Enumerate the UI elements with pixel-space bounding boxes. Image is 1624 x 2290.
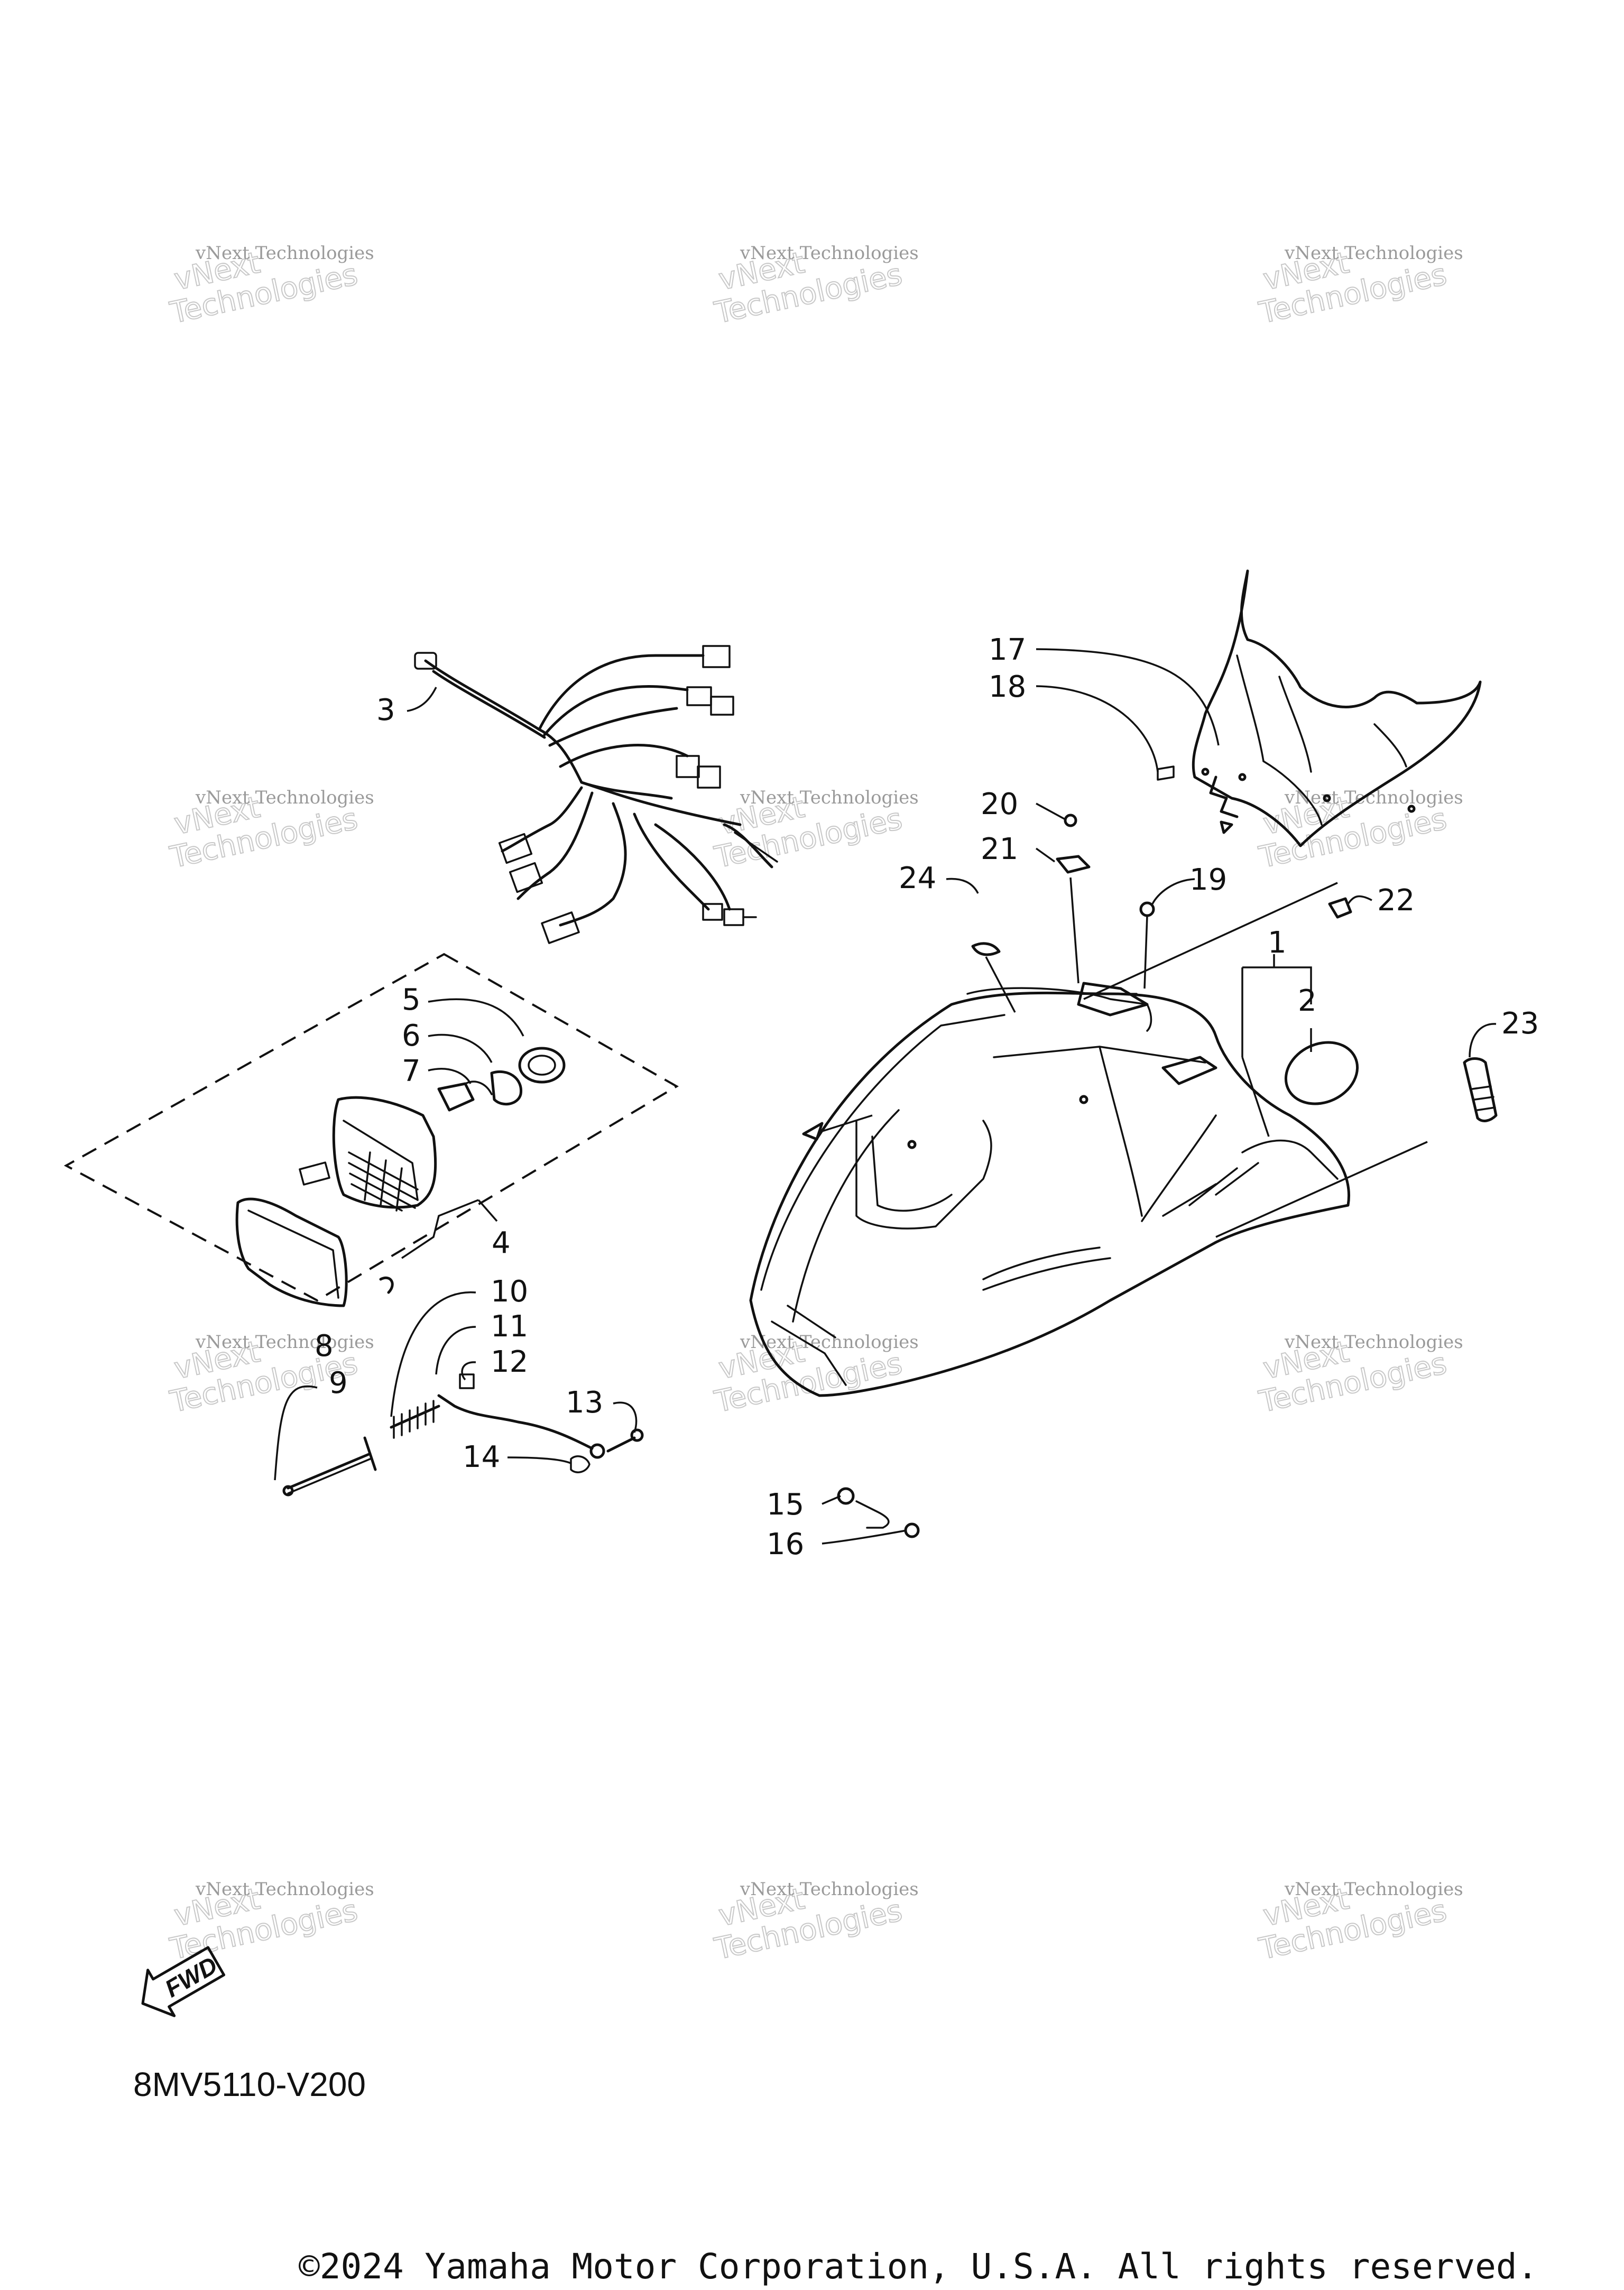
callout-2: 2 xyxy=(1298,984,1317,1018)
svg-text:vNext Technologies: vNext Technologies xyxy=(195,243,374,264)
svg-text:vNext Technologies: vNext Technologies xyxy=(740,1879,919,1900)
callout-12: 12 xyxy=(491,1345,528,1379)
reflector-grid xyxy=(348,1151,419,1212)
svg-text:vNext Technologies: vNext Technologies xyxy=(195,1879,374,1900)
callout-15: 15 xyxy=(767,1488,804,1522)
callout-1: 1 xyxy=(1268,926,1287,960)
callout-6: 6 xyxy=(402,1019,421,1053)
svg-text:vNext Technologies: vNext Technologies xyxy=(740,243,919,264)
callout-24: 24 xyxy=(899,861,936,895)
wire-harness xyxy=(414,645,778,944)
callout-20: 20 xyxy=(981,787,1018,821)
hood-body xyxy=(749,882,1428,1397)
watermark-bottom-right: vNext Technologies vNext Technologies xyxy=(1256,1879,1463,1967)
svg-text:vNext Technologies: vNext Technologies xyxy=(740,787,919,808)
callout-labels: 1 2 3 4 5 6 7 8 9 10 11 12 13 14 15 16 1… xyxy=(315,633,1539,1562)
small-fasteners xyxy=(837,814,1498,1538)
callout-3: 3 xyxy=(376,693,395,727)
callout-19: 19 xyxy=(1189,863,1227,897)
svg-text:vNext Technologies: vNext Technologies xyxy=(195,787,374,808)
callout-11: 11 xyxy=(491,1309,528,1344)
windshield xyxy=(1157,569,1482,847)
diagram-code: 8MV5110-V200 xyxy=(133,2065,366,2103)
callout-14: 14 xyxy=(463,1440,500,1474)
leader-lines xyxy=(274,648,1497,1545)
callout-8: 8 xyxy=(315,1329,334,1363)
svg-text:vNext Technologies: vNext Technologies xyxy=(740,1332,919,1353)
adjuster-parts xyxy=(282,1276,644,1497)
watermark-top-left: vNext Technologies vNext Technologies xyxy=(167,243,374,331)
callout-9: 9 xyxy=(329,1366,348,1400)
copyright-notice: ©2024 Yamaha Motor Corporation, U.S.A. A… xyxy=(299,2246,1538,2287)
callout-10: 10 xyxy=(491,1275,528,1309)
watermark-top-center: vNext Technologies vNext Technologies xyxy=(711,243,919,331)
callout-7: 7 xyxy=(402,1054,421,1088)
watermark-mid-left: vNext Technologies vNext Technologies xyxy=(167,787,374,875)
headlight-assembly xyxy=(63,953,679,1307)
callout-4: 4 xyxy=(492,1226,511,1260)
watermark-top-right: vNext Technologies vNext Technologies xyxy=(1256,243,1463,331)
callout-16: 16 xyxy=(767,1527,804,1562)
watermark-mid-center: vNext Technologies vNext Technologies xyxy=(711,787,919,875)
svg-text:vNext Technologies: vNext Technologies xyxy=(195,1332,374,1353)
callout-13: 13 xyxy=(566,1386,603,1420)
svg-text:vNext Technologies: vNext Technologies xyxy=(1284,243,1463,264)
callout-22: 22 xyxy=(1377,883,1415,918)
watermark-lower-right: vNext Technologies vNext Technologies xyxy=(1256,1332,1463,1420)
callout-21: 21 xyxy=(981,832,1018,866)
callout-5: 5 xyxy=(402,983,421,1017)
callout-23: 23 xyxy=(1501,1007,1539,1041)
callout-18: 18 xyxy=(989,670,1026,704)
watermark-bottom-center: vNext Technologies vNext Technologies xyxy=(711,1879,919,1967)
svg-text:vNext Technologies: vNext Technologies xyxy=(1284,1879,1463,1900)
svg-text:vNext Technologies: vNext Technologies xyxy=(1284,1332,1463,1353)
watermark-lower-center: vNext Technologies vNext Technologies xyxy=(711,1332,919,1420)
callout-17: 17 xyxy=(989,633,1026,667)
